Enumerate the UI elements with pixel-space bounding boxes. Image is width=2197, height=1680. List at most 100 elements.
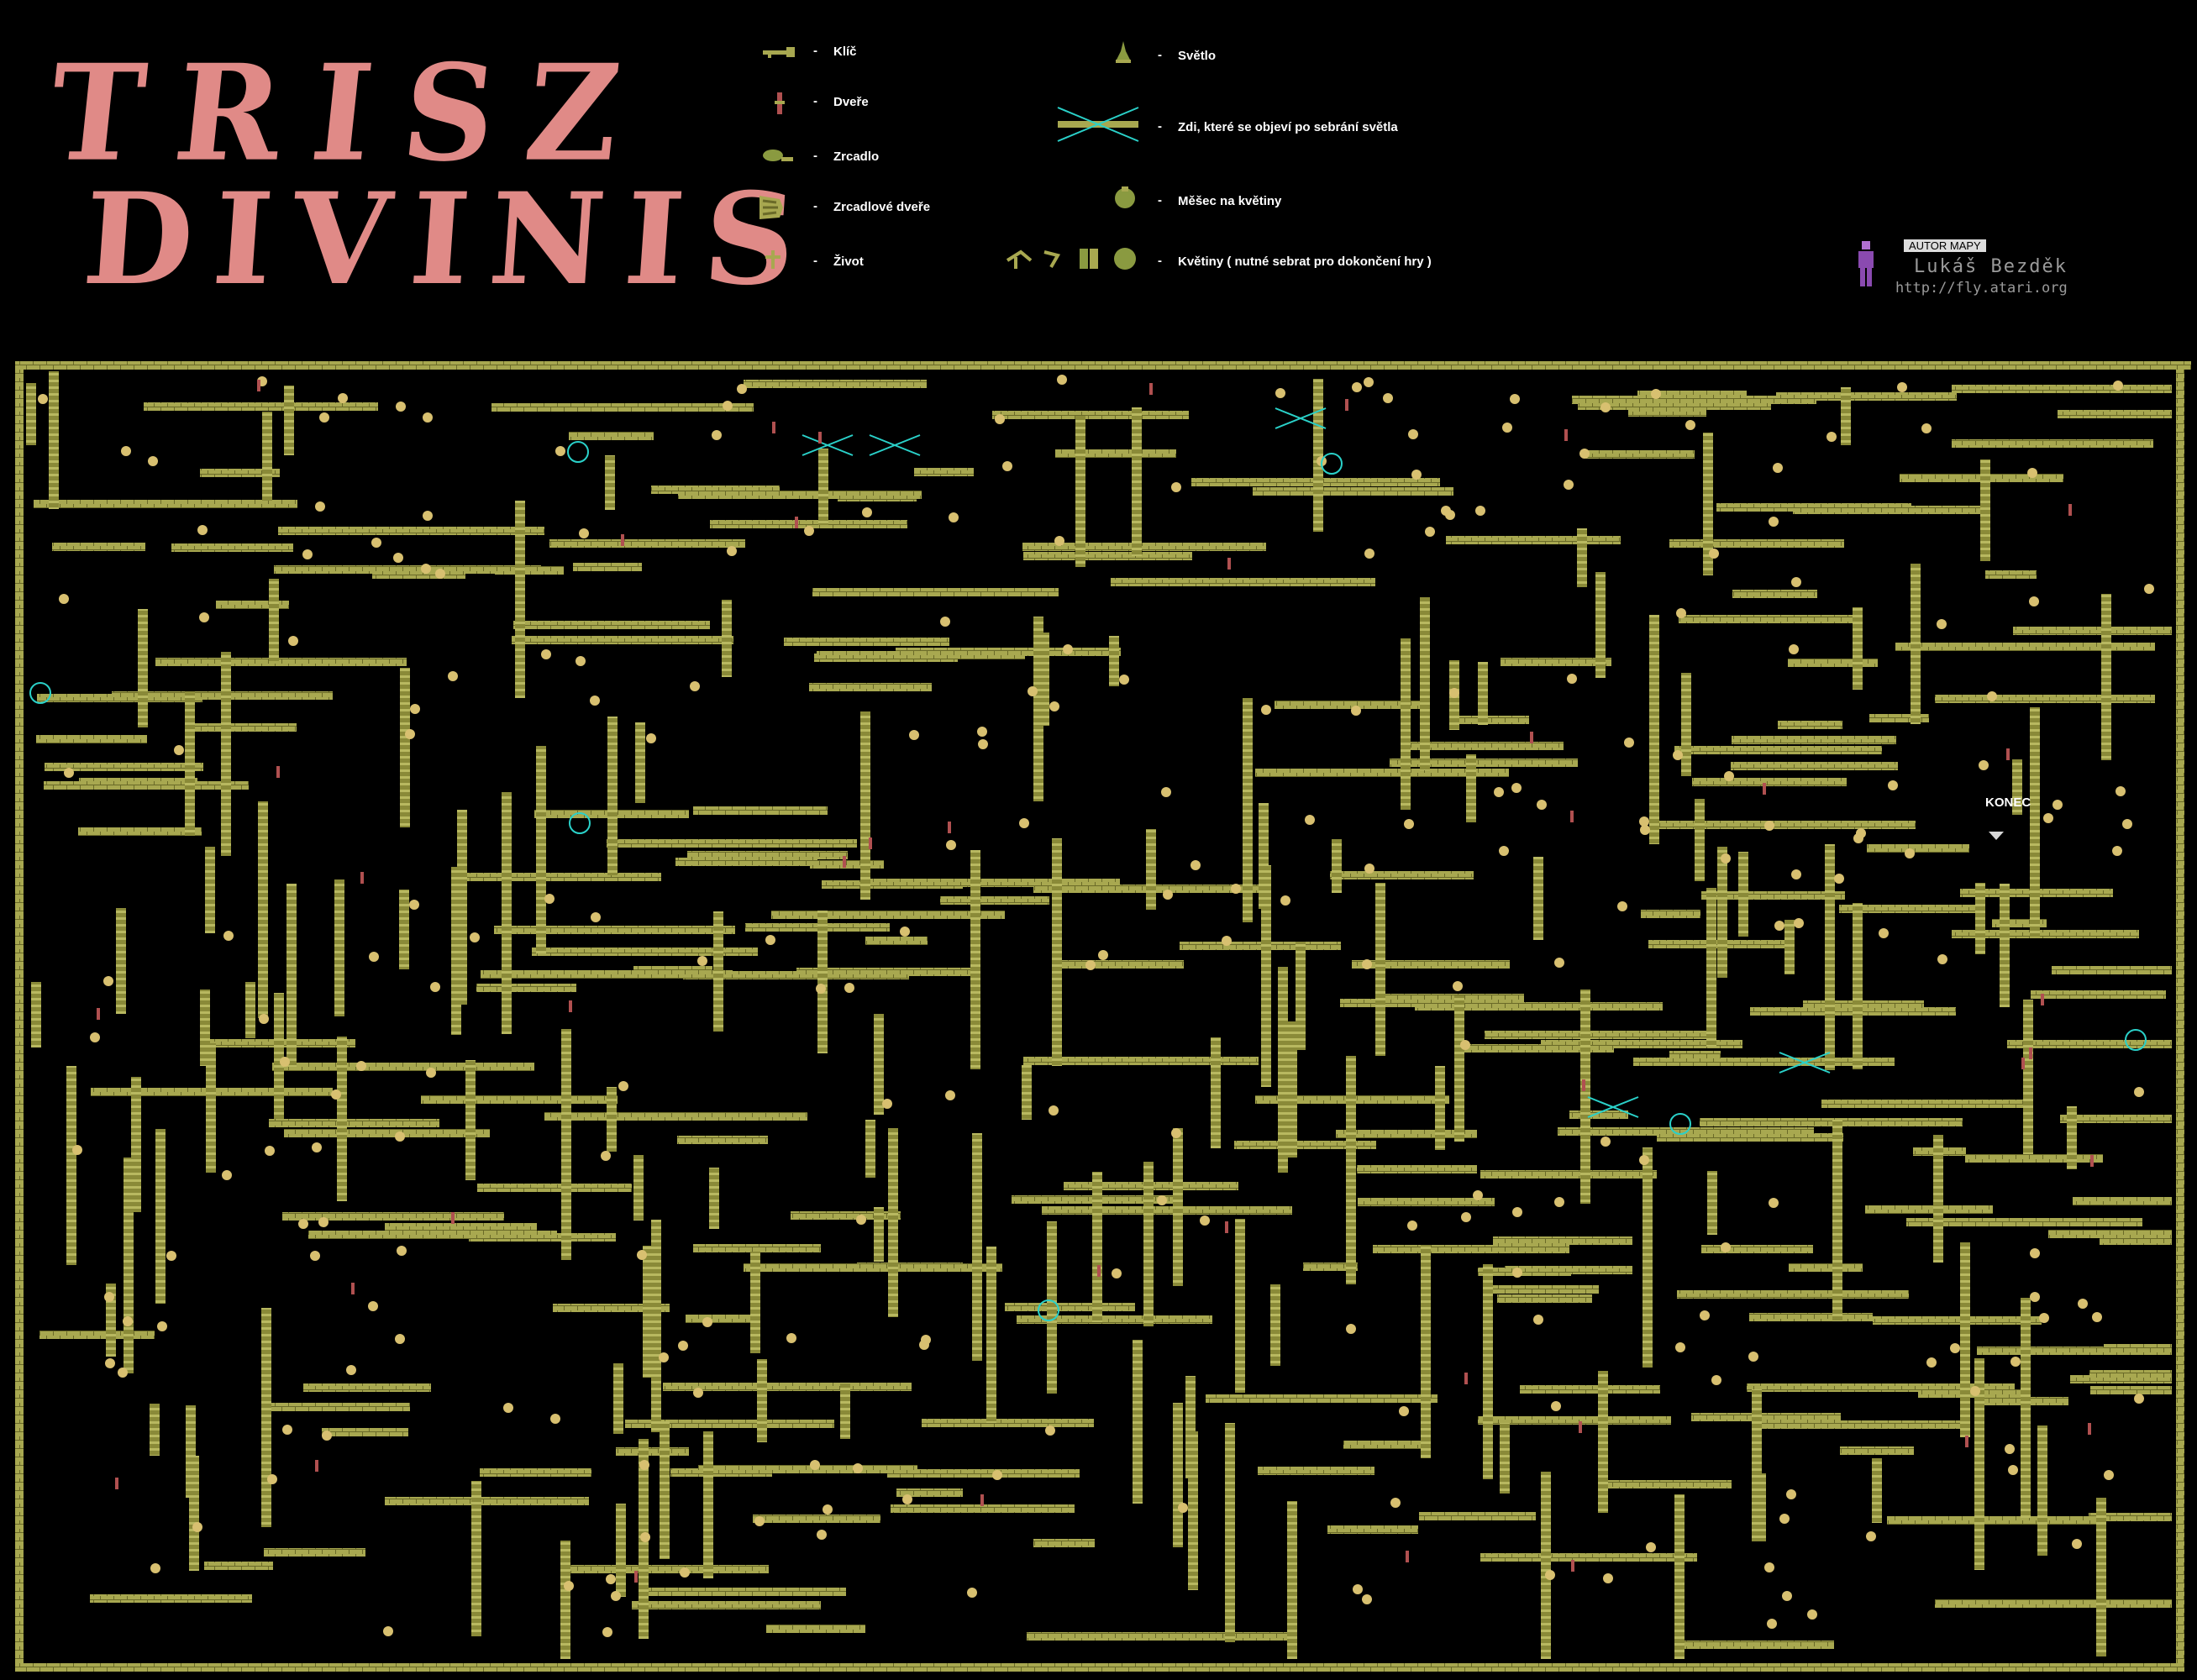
map-platform bbox=[1253, 487, 1453, 496]
skull-icon bbox=[2078, 1299, 2088, 1309]
map-column bbox=[49, 371, 59, 509]
map-platform bbox=[265, 1403, 410, 1411]
map-column bbox=[1225, 1423, 1235, 1642]
skull-icon bbox=[1926, 1357, 1937, 1368]
skull-icon bbox=[1600, 1137, 1611, 1147]
map-platform bbox=[675, 858, 817, 866]
map-column bbox=[286, 884, 297, 1067]
skull-icon bbox=[396, 402, 406, 412]
map-column bbox=[205, 847, 215, 933]
map-platform bbox=[308, 1231, 557, 1239]
map-platform bbox=[1657, 1133, 1843, 1142]
crossed-wall-icon bbox=[802, 434, 854, 456]
map-platform bbox=[272, 1063, 534, 1071]
map-platform bbox=[1027, 1632, 1288, 1641]
door-icon bbox=[1582, 1079, 1585, 1091]
skull-icon bbox=[2144, 584, 2154, 594]
crossed-wall-icon bbox=[1275, 407, 1327, 429]
door-icon bbox=[843, 856, 846, 868]
map-column bbox=[2012, 759, 2022, 815]
skull-icon bbox=[2134, 1087, 2144, 1097]
skull-icon bbox=[590, 696, 600, 706]
skull-icon bbox=[702, 1317, 712, 1327]
map-column bbox=[1133, 1340, 1143, 1504]
map-platform bbox=[744, 1263, 1002, 1272]
skull-icon bbox=[395, 1334, 405, 1344]
skull-icon bbox=[1502, 423, 1512, 433]
skull-icon bbox=[121, 446, 131, 456]
skull-icon bbox=[1567, 674, 1577, 684]
skull-icon bbox=[409, 900, 419, 910]
map-platform bbox=[1022, 543, 1266, 551]
map-platform bbox=[1865, 1205, 1993, 1214]
skull-icon bbox=[1305, 815, 1315, 825]
map-platform bbox=[1303, 1263, 1358, 1271]
skull-icon bbox=[1171, 482, 1181, 492]
map-platform bbox=[809, 683, 932, 691]
map-platform bbox=[2089, 1513, 2172, 1521]
legend-dash: - bbox=[813, 44, 817, 58]
skull-icon bbox=[222, 1170, 232, 1180]
door-icon bbox=[1097, 1265, 1101, 1277]
skull-icon bbox=[1449, 688, 1459, 698]
map-column bbox=[2021, 1298, 2031, 1518]
skull-icon bbox=[1937, 954, 1947, 964]
light-icon bbox=[1038, 1299, 1059, 1321]
map-platform bbox=[1701, 891, 1845, 900]
map-platform bbox=[1778, 721, 1842, 729]
map-platform bbox=[1017, 1315, 1212, 1324]
skull-icon bbox=[1408, 429, 1418, 439]
door-icon bbox=[818, 432, 822, 444]
skull-icon bbox=[967, 1588, 977, 1598]
map-column bbox=[1707, 1171, 1717, 1235]
skull-icon bbox=[1646, 1542, 1656, 1552]
skull-icon bbox=[602, 1627, 612, 1637]
door-icon bbox=[257, 380, 260, 391]
skull-icon bbox=[1709, 549, 1719, 559]
skull-icon bbox=[1163, 890, 1173, 900]
skull-icon bbox=[1362, 1594, 1372, 1604]
map-column bbox=[1332, 839, 1342, 893]
map-platform bbox=[693, 1244, 821, 1252]
map-platform bbox=[45, 763, 203, 771]
author-name: Lukáš Bezděk bbox=[1914, 256, 2068, 277]
map-column bbox=[1703, 433, 1713, 575]
map-platform bbox=[1965, 1154, 2103, 1163]
skull-icon bbox=[2030, 1292, 2040, 1302]
skull-icon bbox=[940, 617, 950, 627]
map-platform bbox=[1985, 570, 2037, 579]
map-platform bbox=[1357, 1165, 1477, 1173]
skull-icon bbox=[712, 430, 722, 440]
map-column bbox=[2101, 594, 2111, 760]
map-platform bbox=[896, 1488, 963, 1497]
map-platform bbox=[2073, 1197, 2172, 1205]
map-platform bbox=[476, 984, 576, 992]
map-column bbox=[1039, 633, 1049, 726]
map-platform bbox=[632, 1601, 821, 1609]
map-platform bbox=[481, 970, 733, 979]
map-platform bbox=[171, 543, 293, 552]
map-column bbox=[1420, 597, 1430, 770]
map-wall bbox=[15, 1663, 2184, 1672]
skull-icon bbox=[1019, 818, 1029, 828]
map-column bbox=[635, 722, 645, 803]
skull-icon bbox=[1639, 1155, 1649, 1165]
skull-icon bbox=[816, 984, 826, 994]
skull-icon bbox=[2030, 1248, 2040, 1258]
map-platform bbox=[1352, 960, 1510, 969]
skull-icon bbox=[1897, 382, 1907, 392]
map-platform bbox=[1679, 615, 1855, 623]
map-platform bbox=[1628, 408, 1706, 417]
map-platform bbox=[686, 1315, 757, 1323]
map-platform bbox=[1789, 1263, 1863, 1272]
map-column bbox=[1738, 852, 1748, 937]
legend-label: Světlo bbox=[1178, 49, 1217, 63]
skull-icon bbox=[410, 704, 420, 714]
map-column bbox=[1092, 1172, 1102, 1322]
skull-icon bbox=[1700, 1310, 1710, 1320]
map-column bbox=[1595, 572, 1606, 678]
skull-icon bbox=[1537, 800, 1547, 810]
skull-icon bbox=[59, 594, 69, 604]
skull-icon bbox=[1970, 1386, 1980, 1396]
map-platform bbox=[1055, 449, 1176, 458]
